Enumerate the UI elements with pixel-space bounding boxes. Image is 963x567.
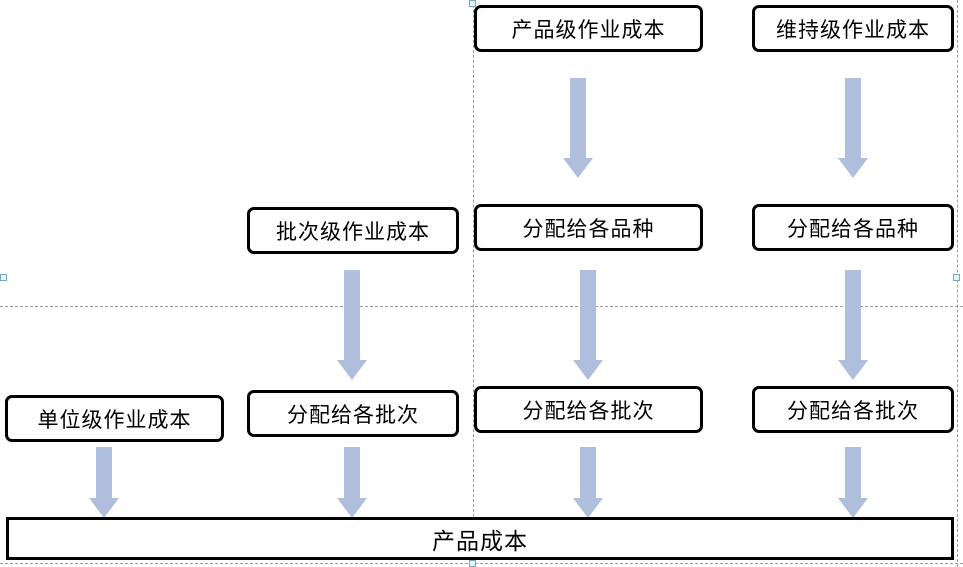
arrow-batchalloc-right-to-total (838, 447, 868, 518)
selection-handle-right[interactable] (953, 274, 960, 281)
node-allocate-to-batches-left[interactable]: 分配给各批次 (247, 390, 459, 437)
arrow-batchalloc-left-to-total (337, 447, 367, 518)
arrow-product-to-variety (563, 78, 593, 178)
node-label: 产品成本 (432, 528, 528, 554)
selection-handle-left[interactable] (0, 274, 7, 281)
node-sustaining-level-cost[interactable]: 维持级作业成本 (752, 5, 954, 52)
node-label: 分配给各品种 (522, 216, 655, 241)
node-label: 产品级作业成本 (511, 17, 666, 42)
node-product-cost-total[interactable]: 产品成本 (6, 517, 954, 560)
node-allocate-to-batches-center[interactable]: 分配给各批次 (474, 386, 703, 433)
arrow-batch-to-batchalloc (337, 270, 367, 380)
node-allocate-to-varieties-center[interactable]: 分配给各品种 (474, 204, 703, 251)
node-product-level-cost[interactable]: 产品级作业成本 (474, 5, 703, 52)
arrow-sustaining-to-variety (838, 78, 868, 178)
node-allocate-to-varieties-right[interactable]: 分配给各品种 (752, 204, 954, 251)
node-label: 批次级作业成本 (276, 219, 430, 244)
node-label: 分配给各品种 (787, 216, 919, 241)
vertical-guide-line (473, 0, 474, 567)
horizontal-guide-line-bottom (0, 563, 963, 564)
node-label: 分配给各批次 (287, 402, 419, 427)
arrow-variety-to-batchalloc-right (838, 270, 868, 380)
arrow-variety-to-batchalloc-center (573, 270, 603, 380)
node-label: 分配给各批次 (522, 398, 655, 423)
node-allocate-to-batches-right[interactable]: 分配给各批次 (752, 386, 954, 433)
node-label: 分配给各批次 (787, 398, 919, 423)
arrow-unit-to-total (89, 447, 119, 518)
horizontal-guide-line (0, 306, 963, 307)
node-unit-level-cost[interactable]: 单位级作业成本 (5, 395, 224, 442)
vertical-guide-line-right (957, 0, 958, 567)
node-batch-level-cost[interactable]: 批次级作业成本 (247, 207, 459, 254)
arrow-batchalloc-center-to-total (573, 447, 603, 518)
selection-handle-top[interactable] (469, 0, 476, 7)
node-label: 维持级作业成本 (776, 17, 930, 42)
selection-handle-bottom[interactable] (469, 560, 476, 567)
node-label: 单位级作业成本 (37, 407, 192, 432)
